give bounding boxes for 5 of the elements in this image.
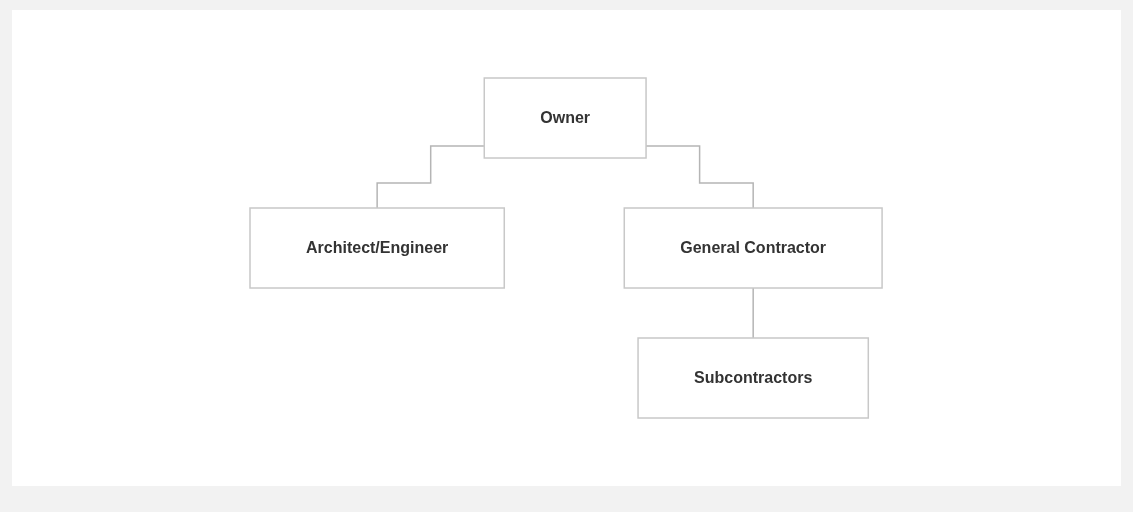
connector bbox=[752, 287, 755, 339]
node-box: Owner bbox=[483, 77, 648, 159]
node-box: Subcontractors bbox=[637, 337, 870, 419]
node-box: Architect/Engineer bbox=[249, 207, 506, 289]
node-box: General Contractor bbox=[623, 207, 884, 289]
